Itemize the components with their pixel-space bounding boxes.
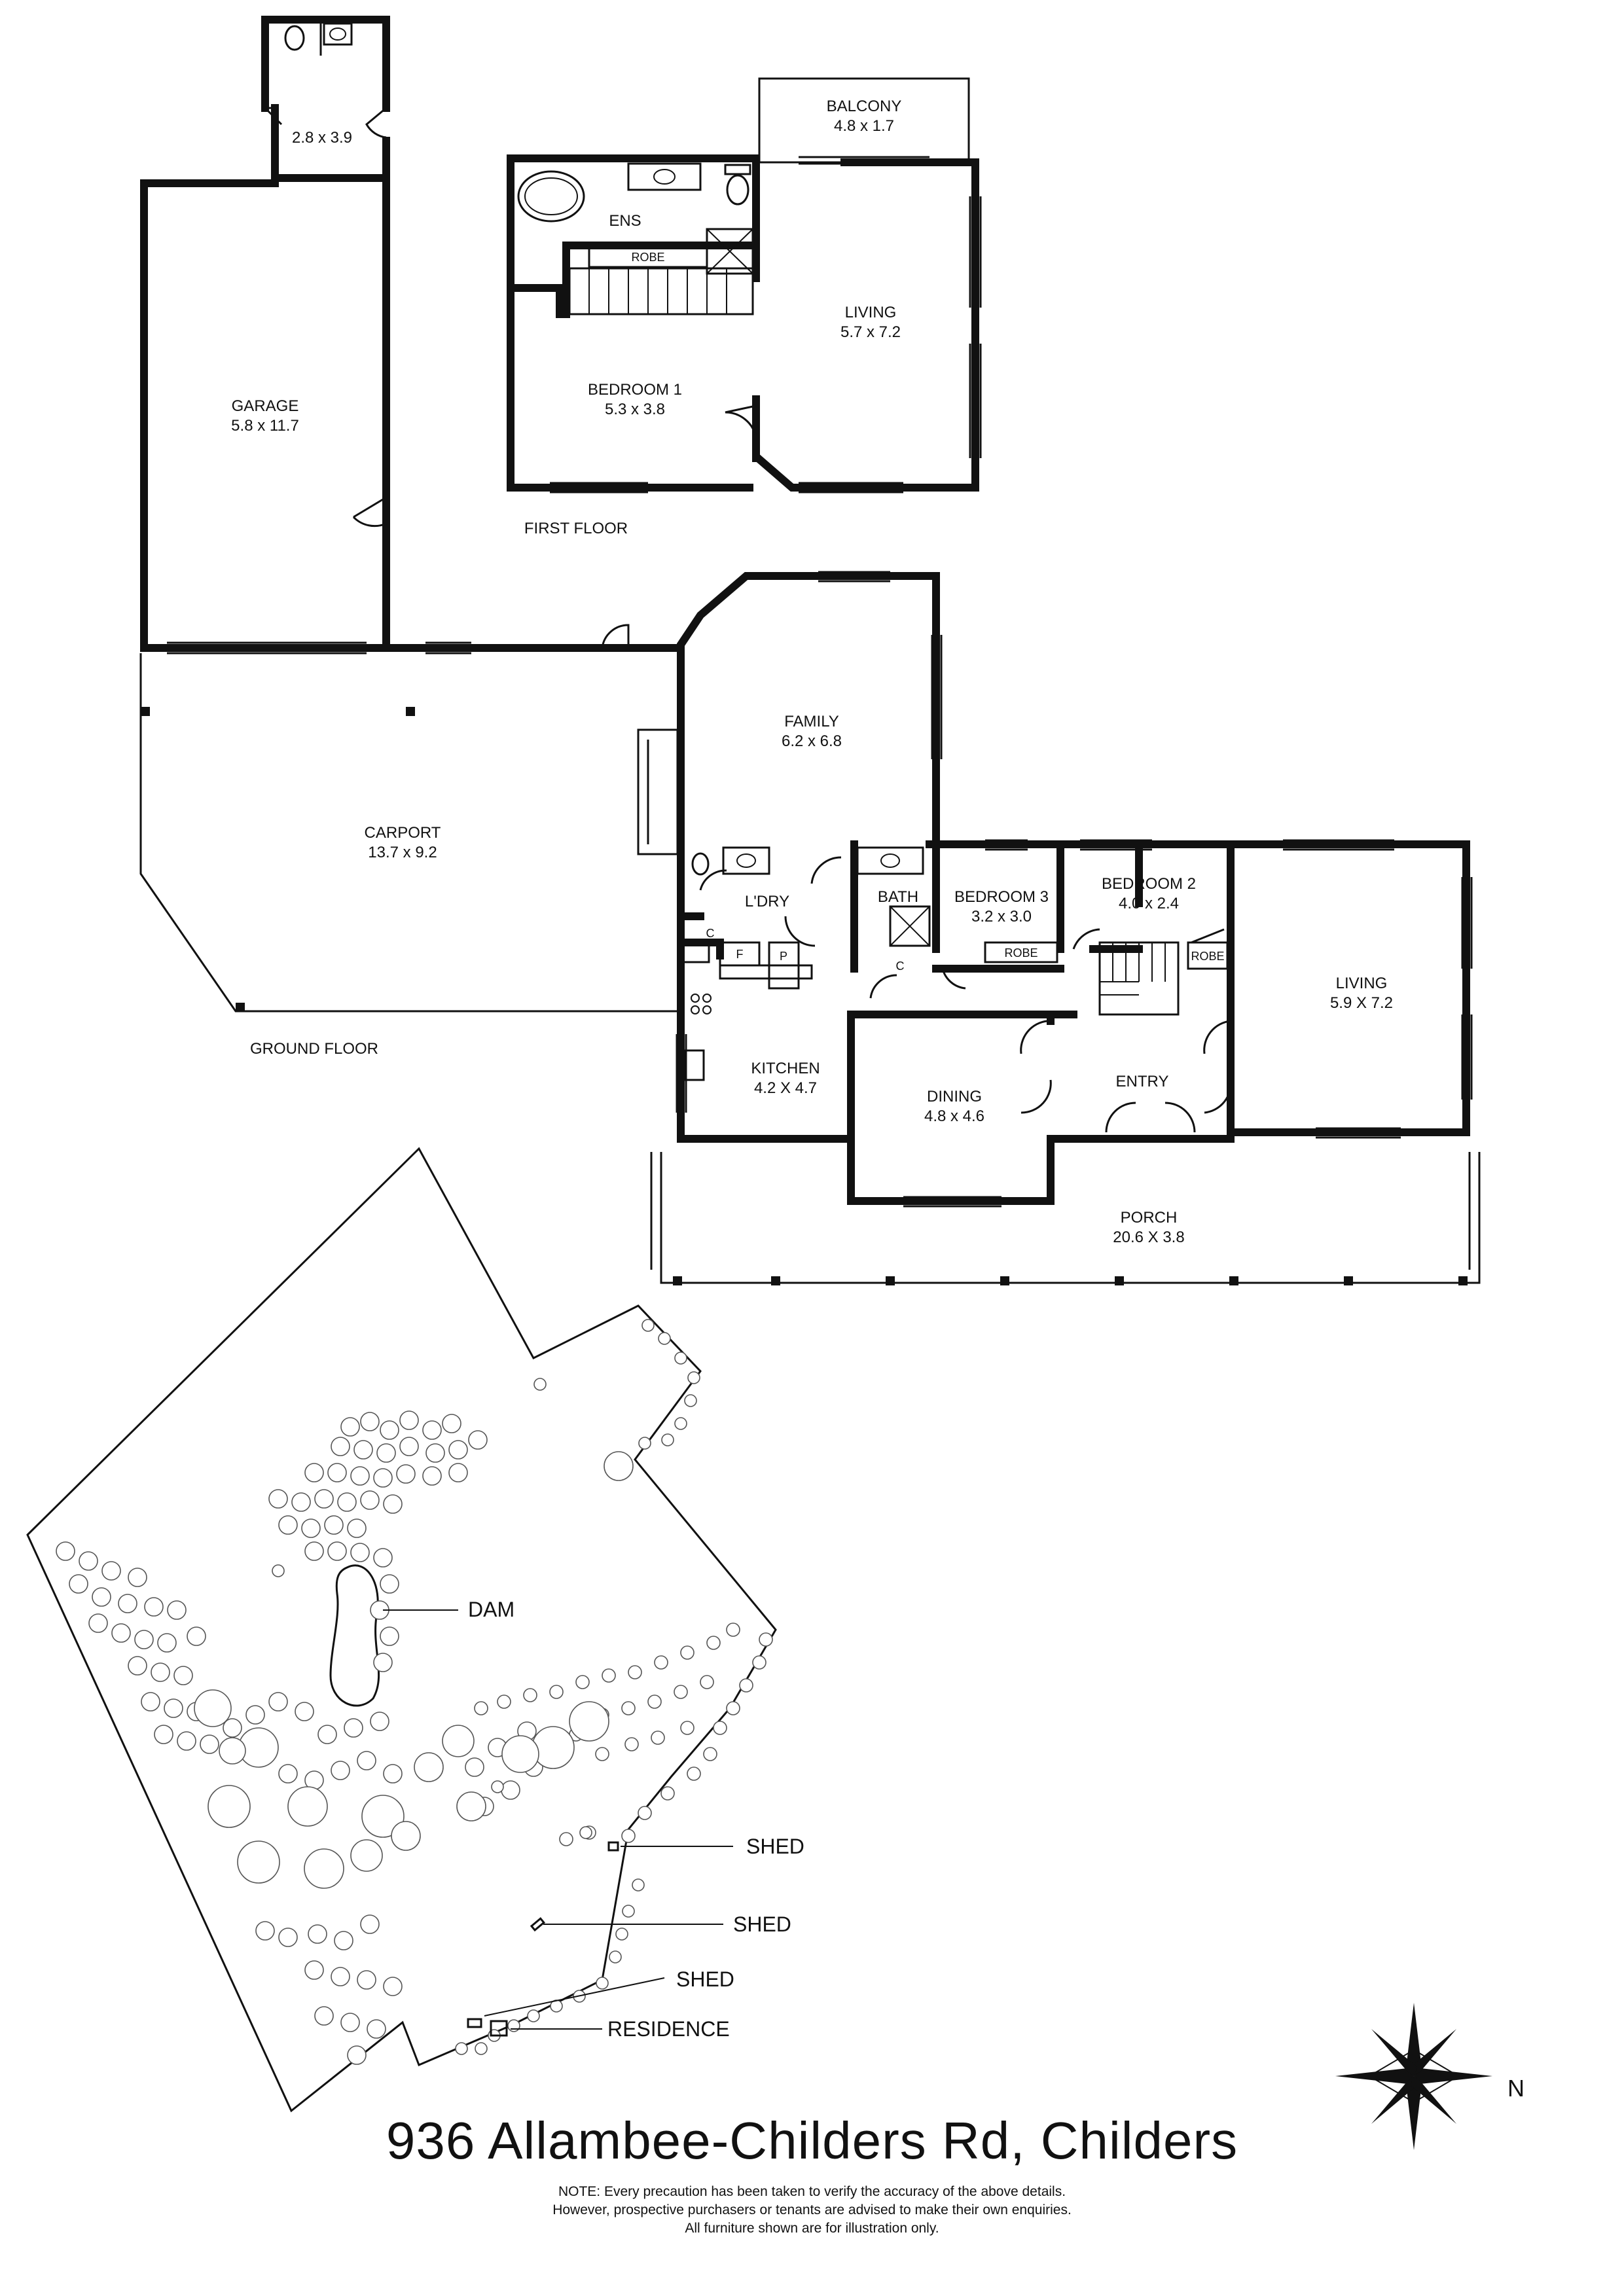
- ground-floor-plan: FAMILY 6.2 x 6.8 CARPORT 13.7 x 9.2 L'DR…: [139, 571, 1481, 1285]
- robe-b2-label: ROBE: [1191, 950, 1224, 963]
- big-trees: [194, 1689, 609, 1889]
- disclaimer-note: NOTE: Every precaution has been taken to…: [0, 2183, 1624, 2238]
- living-first-label: LIVING: [845, 304, 897, 321]
- compass-rose-icon: N: [1335, 2003, 1525, 2150]
- shed1-label: SHED: [746, 1835, 804, 1858]
- robe-b3-label: ROBE: [1004, 946, 1038, 960]
- balcony-dims: 4.8 x 1.7: [834, 117, 894, 135]
- compass-north-label: N: [1507, 2075, 1525, 2102]
- residence-label: RESIDENCE: [607, 2017, 730, 2041]
- carport-dims: 13.7 x 9.2: [368, 844, 437, 861]
- bedroom3-dims: 3.2 x 3.0: [971, 908, 1032, 925]
- robe-first-label: ROBE: [631, 251, 664, 264]
- ens-label: ENS: [609, 212, 641, 230]
- c-bath-label: C: [896, 960, 905, 973]
- entry-label: ENTRY: [1116, 1073, 1169, 1090]
- fridge-label: F: [736, 948, 744, 961]
- first-floor-label: FIRST FLOOR: [524, 520, 628, 537]
- dining-label: DINING: [927, 1088, 982, 1105]
- c-ldry-label: C: [706, 927, 715, 940]
- shed2-label: SHED: [733, 1912, 791, 1936]
- site-plan: DAM SHED SHED SHED RESIDENCE: [26, 1147, 804, 2113]
- kitchen-dims: 4.2 X 4.7: [754, 1079, 817, 1097]
- family-dims: 6.2 x 6.8: [782, 732, 842, 750]
- first-floor-plan: BALCONY 4.8 x 1.7 ENS ROBE LIVING 5.7 x …: [507, 77, 982, 537]
- garage-block: 2.8 x 3.9 GARAGE 5.8 x 11.7: [140, 16, 390, 655]
- garage-label: GARAGE: [232, 397, 299, 415]
- balcony-label: BALCONY: [827, 98, 902, 115]
- garage-dims: 5.8 x 11.7: [231, 417, 299, 435]
- shed3-label: SHED: [676, 1967, 734, 1991]
- dining-dims: 4.8 x 4.6: [924, 1107, 984, 1125]
- living-ground-label: LIVING: [1336, 975, 1388, 992]
- bedroom2-label: BEDROOM 2: [1102, 875, 1196, 893]
- bedroom3-label: BEDROOM 3: [954, 888, 1049, 906]
- bedroom2-dims: 4.0 x 2.4: [1119, 895, 1179, 912]
- kitchen-label: KITCHEN: [751, 1060, 820, 1077]
- ldry-label: L'DRY: [745, 893, 789, 910]
- trees: [56, 1319, 773, 2065]
- note-line: All furniture shown are for illustration…: [685, 2221, 939, 2236]
- bedroom1-dims: 5.3 x 3.8: [605, 401, 665, 418]
- ground-floor-label: GROUND FLOOR: [250, 1040, 378, 1058]
- note-line: NOTE: Every precaution has been taken to…: [558, 2184, 1066, 2199]
- property-address-title: 936 Allambee-Childers Rd, Childers: [386, 2111, 1238, 2170]
- bedroom1-label: BEDROOM 1: [588, 381, 682, 399]
- carport-label: CARPORT: [365, 824, 441, 842]
- bath-label: BATH: [878, 888, 918, 906]
- living-first-dims: 5.7 x 7.2: [840, 323, 901, 341]
- porch-label: PORCH: [1121, 1209, 1178, 1227]
- pantry-label: P: [780, 950, 787, 963]
- living-ground-dims: 5.9 X 7.2: [1330, 994, 1393, 1012]
- porch-dims: 20.6 X 3.8: [1113, 1229, 1184, 1246]
- family-label: FAMILY: [784, 713, 839, 730]
- wc-room-dims: 2.8 x 3.9: [292, 129, 352, 147]
- note-line: However, prospective purchasers or tenan…: [552, 2202, 1072, 2217]
- dam-label: DAM: [468, 1598, 514, 1621]
